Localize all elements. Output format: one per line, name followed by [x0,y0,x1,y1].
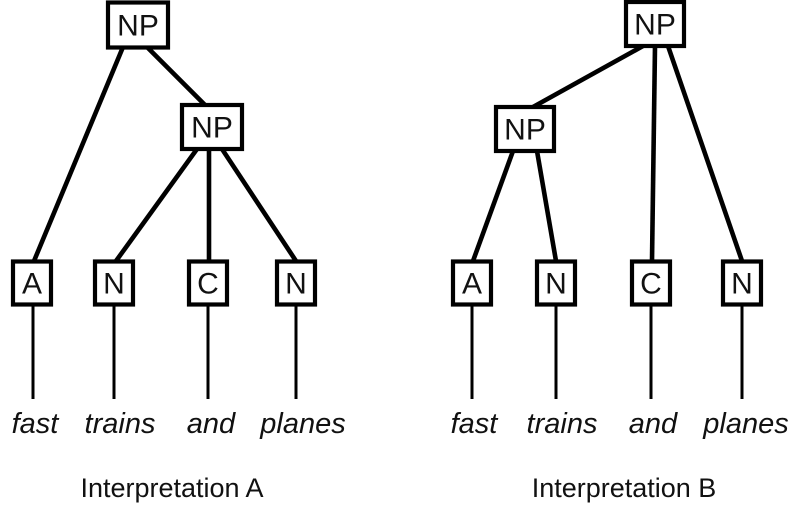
node-box-leafA [10,259,54,307]
node-box-root [105,0,171,50]
tree-edge-root-to-leafA [31,46,126,262]
tree-edge-root-to-leafC [649,45,658,262]
node-box-np2 [179,102,245,152]
tree-caption: Interpretation B [532,473,717,503]
node-box-leafN1 [534,259,578,307]
word-label-3: planes [702,408,788,440]
node-box-leafC [186,259,230,307]
node-label-leafN2: N [731,268,753,301]
tree-edge-np2-to-leafN1 [534,150,559,262]
word-label-0: fast [12,408,61,440]
word-label-0: fast [451,408,500,440]
node-box-np2 [493,104,557,154]
node-label-np2: NP [191,112,233,145]
node-box-leafA [450,259,494,307]
tree-edge-root-to-leafN2 [665,45,745,262]
tree-edge-np2-to-leafN2 [220,147,298,263]
tree-edge-np2-to-leafA [470,150,516,262]
word-label-3: planes [259,408,345,440]
word-label-1: trains [85,408,156,440]
node-label-leafC: C [197,268,219,301]
node-label-root: NP [634,9,676,42]
node-label-leafN2: N [285,268,307,301]
word-label-2: and [187,408,236,440]
word-label-2: and [629,408,678,440]
node-label-leafC: C [640,268,662,301]
node-label-root: NP [117,10,159,43]
node-box-leafN1 [92,259,136,307]
word-label-1: trains [527,408,598,440]
node-label-np2: NP [504,114,546,147]
node-box-root [623,0,687,49]
tree-edge-root-to-np2 [145,45,207,107]
tree-edge-root-to-np2 [531,43,645,110]
node-label-leafN1: N [545,268,567,301]
node-label-leafN1: N [103,268,125,301]
node-label-leafA: A [22,268,42,301]
tree-caption: Interpretation A [80,473,263,503]
node-box-leafC [629,259,673,307]
node-box-leafN2 [274,259,318,307]
tree-edge-np2-to-leafN1 [114,147,199,263]
node-label-leafA: A [462,268,482,301]
node-box-leafN2 [720,259,764,307]
